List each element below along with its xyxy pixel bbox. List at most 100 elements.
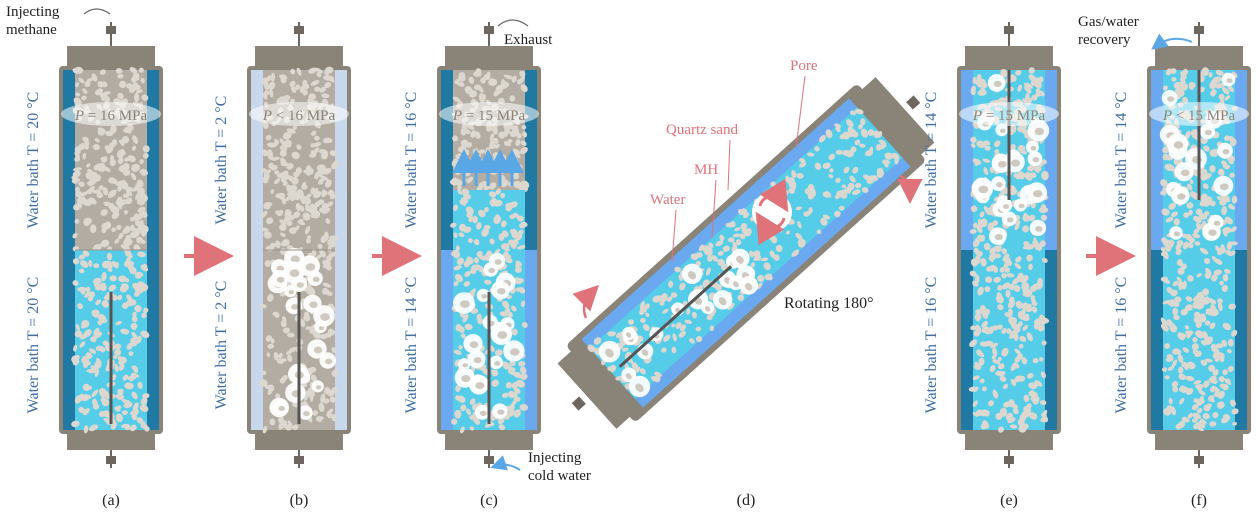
sand-grain bbox=[98, 285, 106, 291]
sand-grain bbox=[465, 194, 472, 200]
sand-grain bbox=[1166, 353, 1173, 359]
sand-grain bbox=[1170, 68, 1177, 75]
sand-grain bbox=[503, 74, 513, 80]
sand-grain bbox=[140, 77, 145, 84]
sand-grain bbox=[969, 229, 977, 234]
sand-grain bbox=[141, 228, 148, 237]
sand-grain bbox=[1164, 343, 1171, 349]
sand-grain bbox=[988, 400, 994, 407]
sand-grain bbox=[260, 227, 269, 232]
sand-grain bbox=[666, 296, 673, 302]
sand-grain bbox=[74, 330, 83, 338]
sand-grain bbox=[785, 230, 791, 235]
sand-grain bbox=[727, 237, 735, 243]
sand-grain bbox=[1186, 202, 1194, 209]
sand-grain bbox=[1033, 322, 1041, 330]
sand-grain bbox=[1013, 333, 1019, 341]
sand-grain bbox=[478, 93, 485, 103]
sand-grain bbox=[267, 343, 275, 349]
sand-grain bbox=[309, 152, 317, 158]
sand-grain bbox=[1022, 324, 1029, 331]
sand-grain bbox=[1001, 248, 1008, 255]
sand-grain bbox=[1028, 390, 1035, 397]
component-label: Pore bbox=[790, 58, 818, 74]
hydrate-core bbox=[460, 300, 470, 308]
sand-grain bbox=[1203, 173, 1212, 180]
sand-grain bbox=[1171, 77, 1177, 82]
sand-grain bbox=[141, 94, 149, 101]
pressure-label: P = 15 MPa bbox=[972, 108, 1046, 124]
sand-grain bbox=[820, 217, 828, 226]
sand-grain bbox=[324, 81, 332, 89]
sand-grain bbox=[814, 146, 820, 152]
sand-grain bbox=[326, 412, 333, 419]
sand-grain bbox=[290, 85, 297, 93]
sand-grain bbox=[1170, 406, 1177, 416]
sand-grain bbox=[322, 287, 329, 295]
sand-grain bbox=[1227, 85, 1234, 93]
sand-grain bbox=[310, 130, 317, 136]
top-cap bbox=[445, 46, 533, 68]
sand-grain bbox=[139, 169, 146, 176]
sand-grain bbox=[266, 217, 274, 225]
sand-grain bbox=[997, 304, 1004, 311]
sand-grain bbox=[266, 169, 272, 174]
sand-grain bbox=[704, 248, 712, 255]
sand-grain bbox=[1213, 393, 1222, 398]
bottom-valve bbox=[484, 456, 494, 464]
sand-grain bbox=[992, 220, 999, 226]
sand-grain bbox=[308, 286, 316, 296]
sand-grain bbox=[1224, 378, 1231, 384]
sand-grain bbox=[293, 211, 301, 219]
sand-grain bbox=[312, 410, 318, 416]
sand-grain bbox=[1177, 354, 1184, 363]
sand-grain bbox=[473, 239, 480, 246]
sand-grain bbox=[972, 412, 979, 417]
sand-grain bbox=[1007, 300, 1016, 309]
sand-grain bbox=[74, 218, 80, 224]
sand-grain bbox=[493, 90, 500, 97]
sand-grain bbox=[75, 190, 83, 198]
sand-grain bbox=[105, 130, 114, 137]
sand-grain bbox=[511, 75, 517, 83]
sand-grain bbox=[854, 182, 862, 189]
top-cap bbox=[67, 46, 155, 68]
sand-grain bbox=[102, 340, 108, 346]
sand-grain bbox=[990, 254, 996, 260]
sand-grain bbox=[1231, 195, 1238, 204]
sand-grain bbox=[288, 175, 294, 182]
component-label: Quartz sand bbox=[666, 122, 739, 138]
sand-grain bbox=[79, 341, 86, 348]
sand-grain bbox=[465, 408, 472, 416]
sand-grain bbox=[1040, 317, 1050, 324]
sand-grain bbox=[317, 243, 323, 249]
sand-grain bbox=[974, 361, 980, 368]
sand-grain bbox=[262, 92, 268, 100]
sand-grain bbox=[1172, 280, 1179, 287]
sand-grain bbox=[456, 257, 465, 266]
sand-grain bbox=[1222, 229, 1228, 237]
sand-grain bbox=[476, 250, 483, 258]
sand-grain bbox=[1208, 395, 1215, 402]
sand-grain bbox=[628, 319, 635, 325]
sand-grain bbox=[105, 145, 114, 154]
sand-grain bbox=[121, 410, 128, 416]
sand-grain bbox=[280, 358, 287, 362]
sand-grain bbox=[985, 340, 994, 347]
sand-grain bbox=[514, 266, 522, 273]
sand-grain bbox=[834, 195, 840, 200]
sand-grain bbox=[511, 305, 517, 312]
sand-grain bbox=[122, 374, 129, 381]
pressure-label: P < 16 MPa bbox=[262, 108, 336, 124]
sand-grain bbox=[97, 166, 107, 172]
hydrate-core bbox=[303, 411, 310, 417]
sand-grain bbox=[1190, 128, 1198, 136]
sand-grain bbox=[134, 290, 141, 297]
sand-grain bbox=[1200, 169, 1208, 177]
sand-grain bbox=[261, 370, 267, 376]
sand-grain bbox=[1209, 165, 1216, 173]
sand-grain bbox=[1225, 250, 1234, 256]
sand-grain bbox=[78, 254, 86, 260]
